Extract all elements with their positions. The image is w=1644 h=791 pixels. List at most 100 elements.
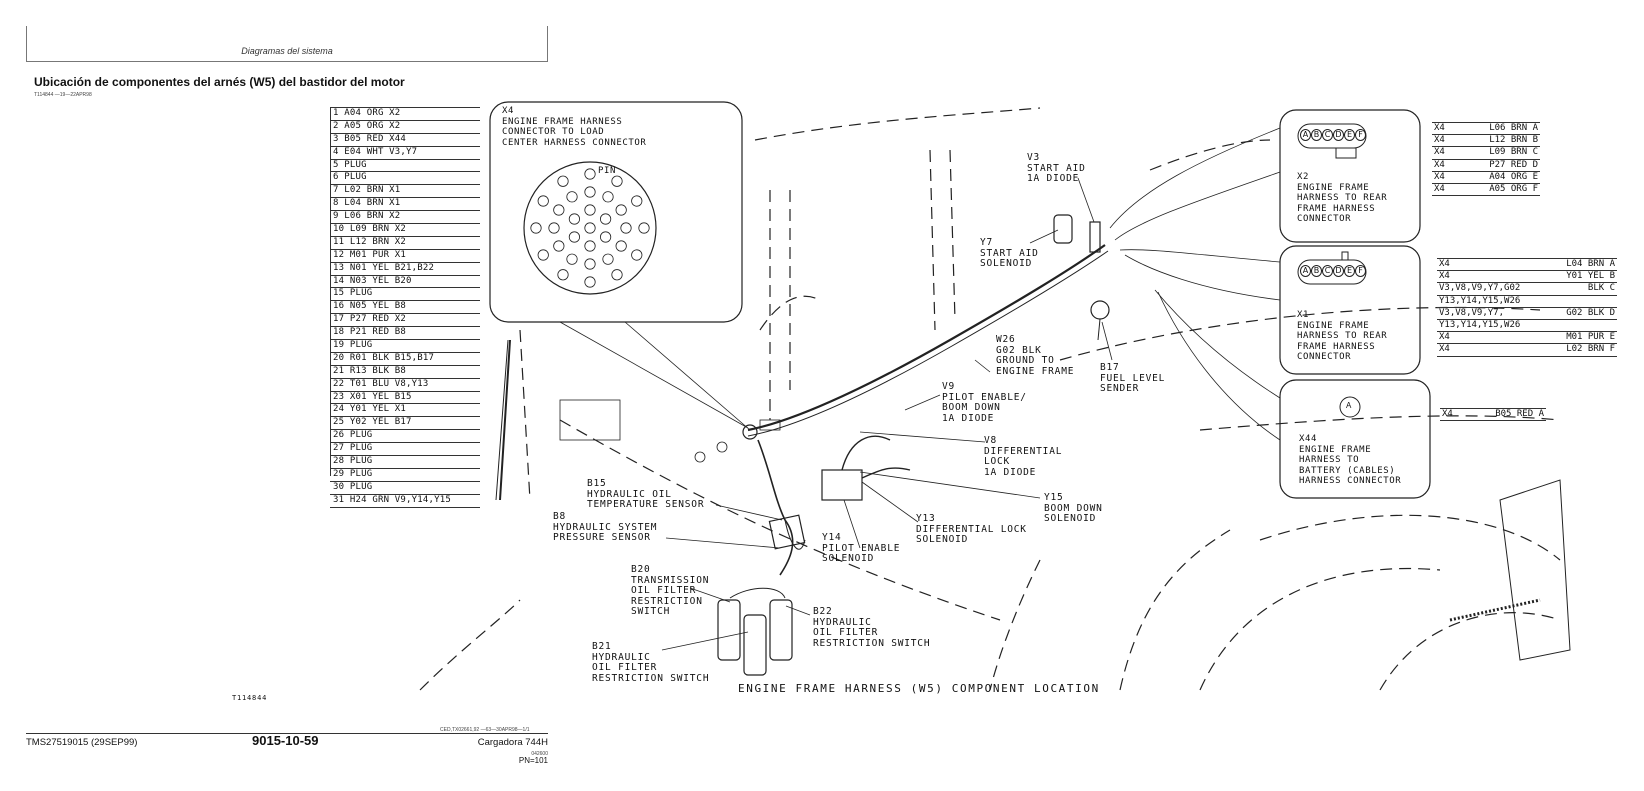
pin-table-row: 12 M01 PUR X1 xyxy=(330,250,480,263)
pin-table-border xyxy=(330,107,331,476)
pin-table-row: 9 L06 BRN X2 xyxy=(330,211,480,225)
pin-table-row: 21 R13 BLK B8 xyxy=(330,366,480,379)
x44-wire-table: X4 B05 RED A xyxy=(1440,408,1546,422)
pin-table-row: 18 P21 RED B8 xyxy=(330,327,480,341)
connector-pin-letter: F xyxy=(1355,129,1366,141)
x44-wire: B05 RED A xyxy=(1495,409,1544,419)
label-w26: W26 G02 BLK GROUND TO ENGINE FRAME xyxy=(996,334,1075,377)
label-v9: V9 PILOT ENABLE/ BOOM DOWN 1A DIODE xyxy=(942,381,1027,424)
diode-v3 xyxy=(1089,221,1101,253)
pin-table-row: 30 PLUG xyxy=(330,482,480,495)
pin-table-row: 28 PLUG xyxy=(330,456,480,469)
x4-pin-socket xyxy=(615,204,627,216)
pin-table-row: 15 PLUG xyxy=(330,288,480,302)
x4-pin-socket xyxy=(599,213,612,225)
x1-wire-id: G02 BLK D xyxy=(1566,307,1615,318)
x4-pin-socket xyxy=(584,240,596,252)
x1-title: X1 ENGINE FRAME HARNESS TO REAR FRAME HA… xyxy=(1297,310,1388,362)
pin-table-row: 31 H24 GRN V9,Y14,Y15 xyxy=(330,495,480,508)
x4-pin-socket xyxy=(611,175,623,187)
x2-title: X2 ENGINE FRAME HARNESS TO REAR FRAME HA… xyxy=(1297,172,1388,224)
x1-wire-from: X4 xyxy=(1439,259,1450,269)
pin-table-row: 2 A05 ORG X2 xyxy=(330,121,480,134)
x4-pin-socket xyxy=(566,191,578,203)
x4-pin-socket xyxy=(584,186,596,198)
sensor-box xyxy=(768,514,806,550)
pin-table-row: 29 PLUG xyxy=(330,469,480,482)
x1-wire-row: Y13,Y14,Y15,W26 xyxy=(1437,320,1617,333)
pin-table-row: 11 L12 BRN X2 xyxy=(330,237,480,250)
connector-pin-letter: E xyxy=(1344,129,1355,141)
x4-pin-socket xyxy=(602,191,614,203)
x4-pin-socket xyxy=(553,204,565,216)
x4-pin-socket xyxy=(602,253,614,265)
label-b21: B21 HYDRAULIC OIL FILTER RESTRICTION SWI… xyxy=(592,641,710,684)
pin-table-row: 1 A04 ORG X2 xyxy=(330,108,480,121)
x4-pin-socket xyxy=(548,222,560,234)
pin-table-row: 3 B05 RED X44 xyxy=(330,134,480,147)
diagram-caption: ENGINE FRAME HARNESS (W5) COMPONENT LOCA… xyxy=(738,682,1100,695)
x2-wire-from: X4 xyxy=(1434,135,1445,146)
pin-table-row: 6 PLUG xyxy=(330,172,480,186)
x2-wire-from: X4 xyxy=(1434,147,1445,158)
label-b8: B8 HYDRAULIC SYSTEM PRESSURE SENSOR xyxy=(553,511,658,543)
x4-pin-socket xyxy=(599,231,612,243)
x1-wire-from: X4 xyxy=(1439,271,1450,282)
x2-wire-from: X4 xyxy=(1434,123,1445,133)
x2-wire-from: X4 xyxy=(1434,171,1445,182)
connector-pin-letter: D xyxy=(1333,129,1344,141)
pin-table-row: 14 N03 YEL B20 xyxy=(330,276,480,289)
pin-table-row: 13 N01 YEL B21,B22 xyxy=(330,263,480,276)
pin-table-row: 20 R01 BLK B15,B17 xyxy=(330,353,480,366)
label-v8: V8 DIFFERENTIAL LOCK 1A DIODE xyxy=(984,435,1063,478)
x4-pin-socket xyxy=(557,175,569,187)
x2-wire-id: A05 ORG F xyxy=(1489,183,1538,194)
x44-pin-letter: A xyxy=(1346,401,1352,410)
pin-table-row: 5 PLUG xyxy=(330,160,480,173)
label-y15: Y15 BOOM DOWN SOLENOID xyxy=(1044,492,1103,524)
x4-pin-socket xyxy=(584,258,596,270)
connector-pin-letter: C xyxy=(1322,265,1333,277)
connector-pin-letter: B xyxy=(1311,265,1322,277)
x4-pin-socket xyxy=(568,231,581,243)
footer-page-number: 9015-10-59 xyxy=(252,733,319,748)
filter-b21 xyxy=(743,614,767,676)
pin-table-row: 26 PLUG xyxy=(330,430,480,444)
x1-wire-from: V3,V8,V9,Y7, xyxy=(1439,307,1505,318)
label-b22: B22 HYDRAULIC OIL FILTER RESTRICTION SWI… xyxy=(813,606,931,649)
x4-title: X4 ENGINE FRAME HARNESS CONNECTOR TO LOA… xyxy=(502,106,647,148)
x4-pin-socket xyxy=(620,222,632,234)
start-aid-device xyxy=(1053,214,1073,244)
connector-pin-letter: D xyxy=(1333,265,1344,277)
x4-pin-socket xyxy=(631,249,643,261)
label-y7: Y7 START AID SOLENOID xyxy=(980,237,1039,269)
filter-b20 xyxy=(717,599,741,661)
x1-wire-row: X4 L04 BRN A xyxy=(1437,259,1617,272)
label-y14: Y14 PILOT ENABLE SOLENOID xyxy=(822,532,901,564)
footer-pn: PN=101 xyxy=(518,756,548,765)
connector-pin-letter: E xyxy=(1344,265,1355,277)
pin-table-row: 8 L04 BRN X1 xyxy=(330,198,480,212)
x1-wire-from: V3,V8,V9,Y7,G02 xyxy=(1439,283,1521,294)
x2-wire-id: P27 RED D xyxy=(1489,159,1538,170)
x4-pin-socket xyxy=(537,195,549,207)
footer-code: 042600 xyxy=(531,751,548,757)
connector-pin-letter: C xyxy=(1322,129,1333,141)
section-name: Diagramas del sistema xyxy=(241,46,333,56)
x4-pin-socket xyxy=(530,222,542,234)
pin-table-row: 24 Y01 YEL X1 xyxy=(330,404,480,418)
x1-wire-id: L04 BRN A xyxy=(1566,259,1615,269)
label-b20: B20 TRANSMISSION OIL FILTER RESTRICTION … xyxy=(631,564,710,617)
label-y13: Y13 DIFFERENTIAL LOCK SOLENOID xyxy=(916,513,1027,545)
label-b15: B15 HYDRAULIC OIL TEMPERATURE SENSOR xyxy=(587,478,705,510)
